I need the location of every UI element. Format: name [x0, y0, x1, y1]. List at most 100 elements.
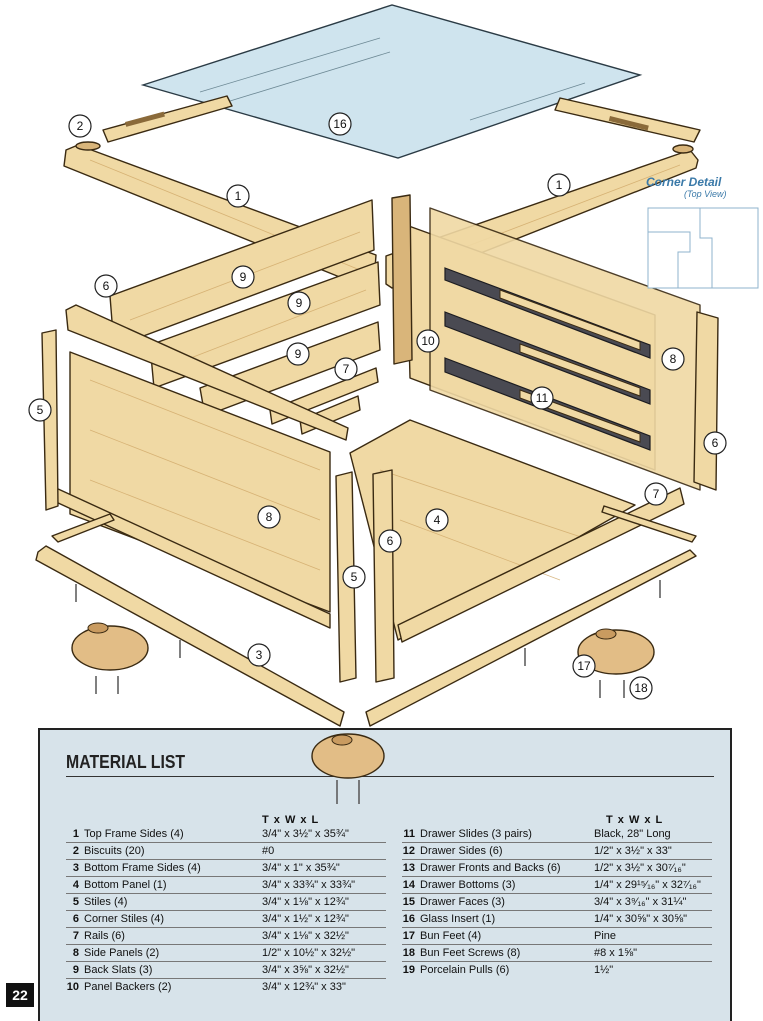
- corner-detail-title: Corner Detail: [646, 175, 722, 189]
- part-dimensions: 1/4" x 29¹⁵⁄₁₆" x 32⁷⁄₁₆": [594, 879, 701, 891]
- row-divider: [66, 842, 386, 843]
- callout-9-middle: 9: [287, 291, 311, 315]
- biscuit: [75, 141, 101, 151]
- bun-foot-left: [71, 622, 149, 671]
- callout-2: 2: [68, 114, 92, 138]
- row-divider: [66, 859, 386, 860]
- callout-1-left: 1: [226, 184, 250, 208]
- side-panel-right: [429, 207, 701, 491]
- part-name: Back Slats (3): [84, 964, 153, 976]
- wood-grain: [89, 479, 321, 571]
- svg-text:4: 4: [434, 513, 441, 527]
- row-divider: [402, 910, 712, 911]
- part-dimensions: 3/4" x 12¾" x 33": [262, 981, 346, 993]
- part-dimensions: 1/2" x 10½" x 32½": [262, 947, 356, 959]
- wood-grain: [169, 289, 367, 367]
- svg-text:5: 5: [37, 403, 44, 417]
- svg-text:1: 1: [556, 178, 563, 192]
- bottom-frame-side-back-right: [601, 505, 697, 543]
- part-number: 5: [72, 896, 79, 908]
- page-number: 22: [6, 983, 34, 1007]
- bottom-frame-side-right: [365, 549, 697, 727]
- bun-foot-top: [331, 734, 353, 746]
- callout-10: 10: [416, 329, 440, 353]
- callout-6-left: 6: [94, 274, 118, 298]
- part-number: 17: [402, 930, 415, 942]
- row-divider: [402, 944, 712, 945]
- svg-text:8: 8: [670, 352, 677, 366]
- part-number: 12: [402, 845, 415, 857]
- part-dimensions: 1/2" x 3½" x 30⁷⁄₁₆": [594, 862, 686, 874]
- part-name: Glass Insert (1): [420, 913, 496, 925]
- callout-8-right: 8: [661, 347, 685, 371]
- glass-reflection: [469, 82, 586, 121]
- callout-18: 18: [629, 676, 653, 700]
- svg-text:6: 6: [387, 534, 394, 548]
- column-header-right: T x W x L: [606, 814, 664, 826]
- drawer-slide-1: [444, 267, 651, 359]
- row-divider: [402, 876, 712, 877]
- part-name: Bottom Panel (1): [84, 879, 167, 891]
- wood-grain: [89, 379, 321, 471]
- exploded-assembly-drawing: 16 2 1 1 9 9 9 6 7 5 10 8 11 6 8 4 6 5 7…: [28, 4, 727, 727]
- callout-3: 3: [247, 643, 271, 667]
- part-dimensions: #0: [262, 845, 275, 857]
- part-dimensions: 1½": [594, 964, 614, 976]
- callout-1-right: 1: [547, 173, 571, 197]
- part-number: 8: [72, 947, 79, 959]
- part-number: 2: [72, 845, 79, 857]
- part-dimensions: 3/4" x 3⅝" x 32½": [262, 964, 349, 976]
- row-divider: [402, 842, 712, 843]
- part-number: 18: [402, 947, 415, 959]
- material-list-rule: [66, 776, 714, 777]
- bottom-frame-side-back-left: [51, 513, 115, 543]
- part-number: 19: [402, 964, 415, 976]
- part-number: 3: [72, 862, 79, 874]
- row-divider: [402, 893, 712, 894]
- bun-foot-right: [577, 628, 655, 675]
- biscuit-slot: [125, 111, 165, 127]
- part-number: 15: [402, 896, 415, 908]
- svg-text:1: 1: [235, 189, 242, 203]
- row-divider: [66, 893, 386, 894]
- part-dimensions: 3/4" x 3½" x 35¾": [262, 828, 349, 840]
- part-number: 7: [72, 930, 79, 942]
- svg-text:8: 8: [266, 510, 273, 524]
- part-number: 1: [72, 828, 79, 840]
- row-divider: [66, 944, 386, 945]
- drawer-slide-2: [444, 311, 651, 405]
- part-name: Drawer Fronts and Backs (6): [420, 862, 561, 874]
- row-divider: [66, 927, 386, 928]
- row-divider: [66, 961, 386, 962]
- callout-5-left: 5: [28, 398, 52, 422]
- wood-grain: [379, 469, 591, 541]
- callout-6-right: 6: [703, 431, 727, 455]
- callout-16: 16: [328, 112, 352, 136]
- svg-text:17: 17: [577, 659, 591, 673]
- row-divider: [66, 910, 386, 911]
- part-name: Rails (6): [84, 930, 125, 942]
- part-name: Drawer Faces (3): [420, 896, 505, 908]
- stile-left-outer: [41, 329, 59, 511]
- callout-6-front: 6: [378, 529, 402, 553]
- svg-text:10: 10: [421, 334, 435, 348]
- callout-7-front: 7: [644, 482, 668, 506]
- svg-text:18: 18: [634, 681, 648, 695]
- svg-text:3: 3: [256, 648, 263, 662]
- svg-text:2: 2: [77, 119, 84, 133]
- svg-text:9: 9: [295, 347, 302, 361]
- corner-detail-subtitle: (Top View): [684, 189, 727, 199]
- top-frame-side-back-left: [102, 95, 233, 143]
